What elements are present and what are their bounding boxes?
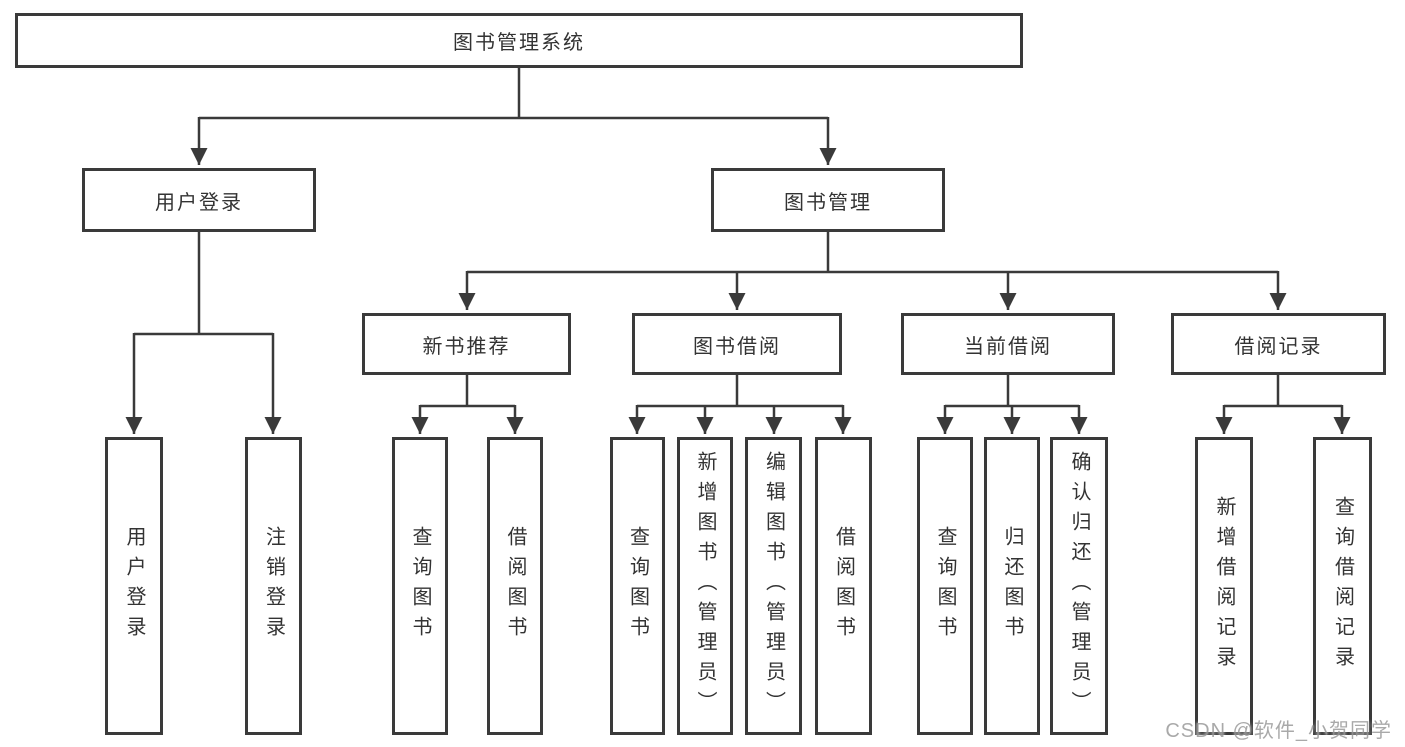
node-leaf-query-borrow-record: 查询借阅记录 — [1313, 437, 1372, 735]
node-leaf-return-book: 归还图书 — [984, 437, 1040, 735]
node-leaf-logout: 注销登录 — [245, 437, 302, 735]
node-leaf-query-books-current: 查询图书 — [917, 437, 973, 735]
node-label: 借阅记录 — [1234, 335, 1323, 358]
node-label: 注销登录 — [262, 526, 285, 646]
node-user-login: 用户登录 — [82, 168, 316, 232]
node-label: 归还图书 — [1001, 526, 1023, 646]
node-label: 确认归还（管理员） — [1068, 451, 1090, 721]
node-leaf-edit-book-admin: 编辑图书（管理员） — [745, 437, 802, 735]
node-label: 图书管理 — [784, 191, 872, 214]
node-borrowing-records: 借阅记录 — [1171, 313, 1386, 375]
node-label: 查询图书 — [626, 526, 649, 646]
node-label: 编辑图书（管理员） — [762, 451, 785, 721]
node-label: 借阅图书 — [832, 526, 855, 646]
node-label: 图书借阅 — [693, 335, 781, 358]
node-leaf-query-books-recommend: 查询图书 — [392, 437, 448, 735]
node-label: 新书推荐 — [422, 335, 511, 358]
node-label: 新增借阅记录 — [1213, 496, 1235, 676]
node-label: 查询图书 — [934, 526, 956, 646]
node-leaf-borrow-books-recommend: 借阅图书 — [487, 437, 543, 735]
node-library-management-system: 图书管理系统 — [15, 13, 1023, 68]
node-leaf-query-books-borrow: 查询图书 — [610, 437, 665, 735]
node-leaf-borrow-books: 借阅图书 — [815, 437, 872, 735]
node-current-borrowing: 当前借阅 — [901, 313, 1115, 375]
node-leaf-confirm-return-admin: 确认归还（管理员） — [1050, 437, 1108, 735]
node-label: 借阅图书 — [504, 526, 526, 646]
node-new-book-recommendation: 新书推荐 — [362, 313, 571, 375]
node-label: 查询借阅记录 — [1331, 496, 1354, 676]
node-leaf-user-login: 用户登录 — [105, 437, 163, 735]
node-label: 图书管理系统 — [453, 32, 585, 54]
node-label: 用户登录 — [123, 526, 145, 646]
node-label: 查询图书 — [409, 526, 431, 646]
node-leaf-add-borrow-record: 新增借阅记录 — [1195, 437, 1253, 735]
node-book-borrowing: 图书借阅 — [632, 313, 842, 375]
node-leaf-add-book-admin: 新增图书（管理员） — [677, 437, 733, 735]
node-label: 当前借阅 — [964, 335, 1052, 358]
node-book-management: 图书管理 — [711, 168, 945, 232]
node-label: 新增图书（管理员） — [694, 451, 716, 721]
watermark: CSDN @软件_小贺同学 — [1165, 720, 1392, 742]
node-label: 用户登录 — [155, 191, 243, 214]
